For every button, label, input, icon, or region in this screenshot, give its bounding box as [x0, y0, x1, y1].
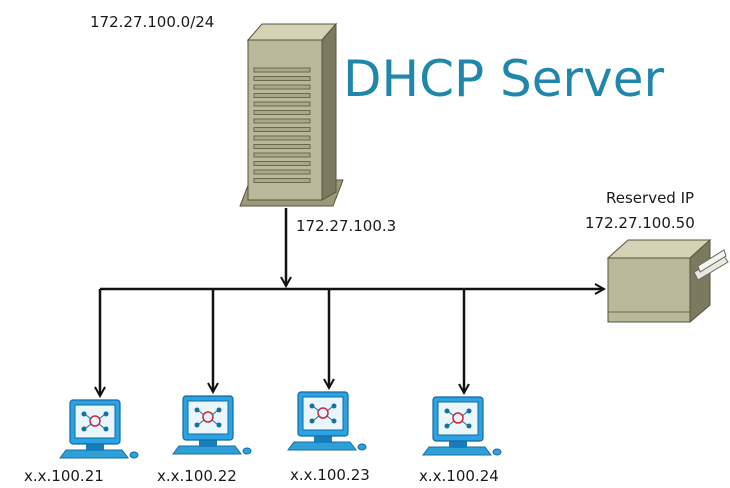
- printer-ip-label: 172.27.100.50: [585, 214, 695, 232]
- server-vent: [253, 76, 311, 81]
- computer-icon: [172, 395, 252, 455]
- server-vent: [253, 178, 311, 183]
- printer-icon: [606, 238, 729, 324]
- server-vent: [253, 110, 311, 115]
- computer-icon: [287, 391, 367, 451]
- server-vent: [253, 161, 311, 166]
- server-vent: [253, 135, 311, 141]
- server-vent: [253, 101, 311, 107]
- client-ip-label: x.x.100.23: [290, 466, 370, 484]
- server-ip-label: 172.27.100.3: [296, 217, 397, 235]
- page-title: DHCP Server: [343, 50, 665, 108]
- server-vent: [253, 127, 311, 132]
- client-ip-label: x.x.100.24: [419, 467, 499, 485]
- subnet-label: 172.27.100.0/24: [90, 13, 215, 31]
- server-vent: [253, 152, 311, 158]
- computer-icon: [59, 399, 139, 459]
- server-vent: [253, 118, 311, 124]
- server-vent: [253, 67, 311, 73]
- server-vent: [253, 84, 311, 90]
- network-bus: [100, 208, 604, 396]
- client-ip-label: x.x.100.22: [157, 467, 237, 485]
- server-vent: [253, 169, 311, 175]
- computer-icon: [422, 396, 502, 456]
- server-vent: [253, 144, 311, 149]
- client-ip-label: x.x.100.21: [24, 467, 104, 485]
- reserved-ip-label: Reserved IP: [606, 189, 695, 207]
- server-vent: [253, 93, 311, 98]
- server-tower-icon: [239, 22, 344, 207]
